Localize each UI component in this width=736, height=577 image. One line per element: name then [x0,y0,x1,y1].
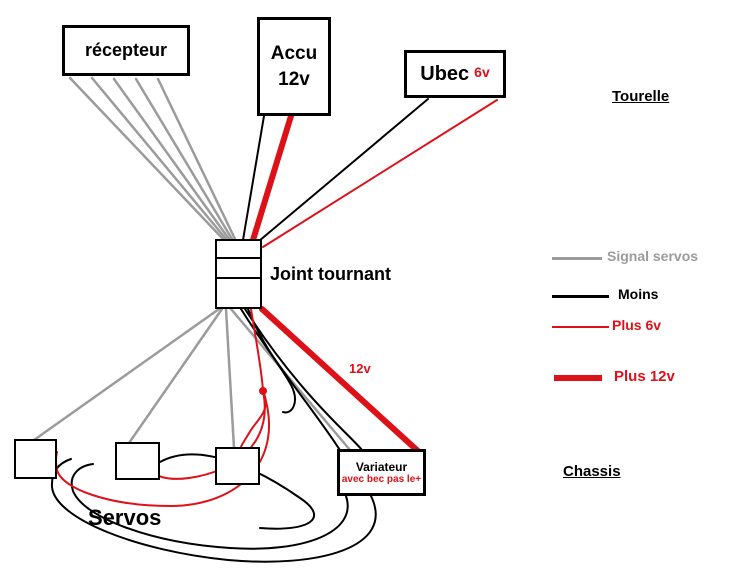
ubec-voltage-label: 6v [474,64,490,80]
plus12v-wires [250,113,422,455]
rotary-joint-box [215,239,262,309]
minus-wire-loop-1 [70,463,349,550]
esc-title: Variateur [355,459,408,474]
legend-swatch-plus-12v [554,375,602,381]
signal-wire-receiver-1 [68,76,225,241]
wire-12v-label: 12v [349,361,371,376]
plus12v-wire-accu-joint [250,113,294,243]
plus6v-wire-servo3 [240,390,267,448]
signal-wire-servo-2 [127,307,224,445]
legend-item-plus-6v: Plus 6v [552,317,722,337]
servo-box-2 [115,442,160,480]
legend-swatch-minus [552,295,609,298]
signal-wire-receiver-4 [134,77,234,241]
rotary-joint-divider-top [217,257,260,259]
turret-zone-label: Tourelle [612,88,670,105]
minus-wire-accu [242,115,265,241]
signal-wire-receiver-3 [112,77,231,241]
minus-wire-ubec [258,98,429,242]
signal-wire-servo-1 [32,307,221,442]
minus-wire-hook [247,308,296,414]
legend-swatch-plus-6v [552,326,609,328]
esc-box: Variateur avec bec pas le+ [337,449,426,496]
legend-label-plus-6v: Plus 6v [612,317,662,333]
minus-wire-joint-variateur-2 [244,308,363,451]
plus12v-wire-joint-variateur [259,306,422,455]
rotary-joint-divider-bottom [217,277,260,279]
legend-item-minus: Moins [552,286,722,306]
signal-wire-receiver-5 [156,77,237,241]
esc-note: avec bec pas le+ [341,473,422,485]
legend-item-signal-servos: Signal servos [552,248,722,268]
plus6v-wire-joint-junction [250,308,264,392]
legend-label-minus: Moins [618,286,659,302]
legend-item-plus-12v: Plus 12v [554,368,724,388]
chassis-zone-label: Chassis [563,463,621,480]
plus6v-wire-ubec-joint [262,99,498,248]
legend-label-signal: Signal servos [607,248,699,264]
plus6v-junction-dot [259,387,267,395]
legend-swatch-signal [552,257,602,260]
minus-wire-joint-variateur-1 [240,308,342,453]
servos-group-label: Servos [88,505,162,530]
servo-box-3 [215,447,260,485]
ubec-box: Ubec 6v [404,50,506,98]
rotary-joint-label: Joint tournant [270,264,391,284]
receiver-label: récepteur [84,40,168,60]
servo-box-1 [14,439,57,479]
ubec-label: Ubec [420,62,470,85]
battery-label-line1: Accu [270,42,318,64]
signal-wire-receiver-2 [90,76,228,241]
signal-wire-servo-3 [224,307,236,450]
battery-label-line2: 12v [278,68,310,90]
minus-wire-loop-3 [159,453,315,530]
legend-label-plus-12v: Plus 12v [614,368,675,385]
battery-box: Accu 12v [257,17,331,116]
receiver-box: récepteur [62,25,190,76]
